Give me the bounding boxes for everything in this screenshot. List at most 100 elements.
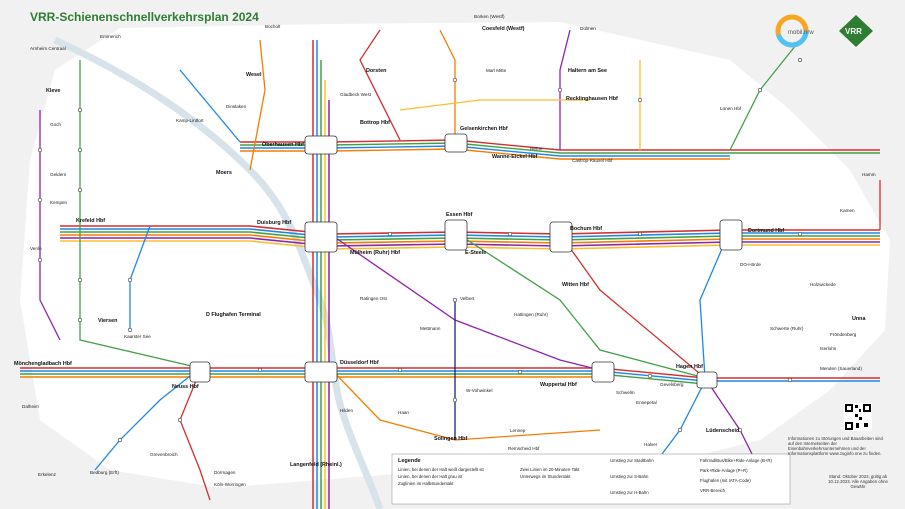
station-label: Gevelsberg [660,382,684,387]
hub-label-hagen: Hagen Hbf [676,364,703,370]
vrr-logo-text: VRR [845,27,862,36]
hub-label-kleve: Kleve [46,88,60,94]
hub-label-unna: Unna [852,316,866,322]
hub-label-gelsenkirchen: Gelsenkirchen Hbf [460,126,508,132]
info-text: Informationen zu Störungen und Bauarbeit… [788,436,883,456]
hub-label-neuss: Neuss Hbf [172,384,199,390]
hub-label-wuppertal: Wuppertal Hbf [540,382,577,388]
hub-label-dortmund: Dortmund Hbf [748,228,784,234]
hub-label-langenfeld: Langenfeld (Rheinl.) [290,462,342,468]
legend-item: VRR-Bereich [700,488,726,493]
station-label: Mettmann [420,326,441,331]
legend-item: Linien, bei denen der Halt grau ist [398,474,463,479]
station-label: Dalheim [22,404,39,409]
station-label: Bedburg (Erft) [90,470,119,475]
station-label: Remscheid Hbf [508,446,540,451]
hub-label-bochum: Bochum Hbf [570,226,602,232]
legend-item: Unterwegs im Stundentakt [520,474,571,479]
station-label: Geldern [50,172,67,177]
station-label: Schwelm [616,390,635,395]
station-label: Iserlohn [820,346,837,351]
station-label: Fröndenberg [830,332,857,337]
station-label: Velbert [460,296,475,301]
station-label: Erkelenz [38,472,57,477]
hub-label-wanne-eickel: Wanne-Eickel Hbf [492,154,538,160]
hub-label-krefeld: Krefeld Hbf [76,218,105,224]
station-label: Menden (Sauerland) [820,366,862,371]
station-label: Lennep [510,428,526,433]
hub-label-viersen: Viersen [98,318,117,324]
station-dots [37,57,803,443]
station-label: Arnheim Centraal [30,46,66,51]
station-label: Hilden [340,408,353,413]
vrr-logo: VRR [839,15,873,47]
station-label: Grevenbroich [150,452,178,457]
station-label: Halver [644,442,658,447]
hub-label-moers: Moers [216,170,232,176]
station-label: Dülmen [580,26,596,31]
stand-text: Stand: Oktober 2023, gültig ab 10.12.202… [828,474,888,489]
station-label: Hattingen (Ruhr) [514,312,548,317]
legend-item: Umstieg zur H-Bahn [610,490,649,495]
station-label: Kamp-Lintfort [176,118,204,123]
hub-label-dorsten: Dorsten [366,68,386,74]
station-label: Haan [398,410,409,415]
station-label: Lünen Hbf [720,106,742,111]
station-label: Kempen [50,200,68,205]
hub-label-bottrop: Bottrop Hbf [360,120,390,126]
hub-label-essen: Essen Hbf [446,212,473,218]
station-label: Venlo [30,246,42,251]
legend-frame [391,453,791,505]
hub-label-witten: Witten Hbf [562,282,589,288]
rhine-river [53,36,384,509]
legend-item: Linien, bei denen der Halt weiß dargeste… [398,467,484,472]
station-label: Kaarster See [124,334,151,339]
station-label: Marl Mitte [486,68,507,73]
station-label: Hamm [862,172,876,177]
page-title: VRR-Schienenschnellverkehrsplan 2024 [30,10,259,24]
legend-item: Zuglinien im Halbstundentakt [398,481,454,486]
station-label: Ratingen Ost [360,296,388,301]
hub-label-muelheim: Mülheim (Ruhr) Hbf [350,250,400,256]
station-label: Schwerte (Ruhr) [770,326,804,331]
station-label: Kamen [840,208,855,213]
hub-nodes [189,133,743,389]
station-label: Holzwickede [810,282,836,287]
station-label: Borken (Westf) [474,14,505,19]
legend-item: Fahrrad/Bus/Bike+Ride-Anlage (B+R) [700,458,772,463]
station-label: Emmerich [100,34,121,39]
hub-label-recklinghausen: Recklinghausen Hbf [566,96,618,102]
legend-title: Legende [398,458,421,464]
hub-label-flughafen: D Flughafen Terminal [206,312,261,318]
station-label: Dormagen [214,470,236,475]
hub-label-oberhausen: Oberhausen Hbf [262,142,304,148]
hub-label-moenchengladbach: Mönchengladbach Hbf [14,361,72,367]
hub-label-wesel: Wesel [246,72,262,78]
legend-item: Flughafen (mit IATA-Code) [700,478,751,483]
legend-item: Park+Ride-Anlage (P+R) [700,468,748,473]
hub-label-e-steele: E-Steele [465,250,486,256]
station-label: Castrop-Rauxel Hbf [572,158,613,163]
station-label: W-Vohwinkel [466,388,492,393]
legend-item: Umstieg zur S-Bahn [610,474,649,479]
station-label: Herne [530,146,543,151]
mobil-nrw-logo-text: mobil.nrw [788,30,814,36]
station-label: Goch [50,122,61,127]
qr-code[interactable] [844,403,872,431]
hub-label-duisburg: Duisburg Hbf [257,220,291,226]
legend-item: Zwei Linien im 20-Minuten-Takt [520,467,580,472]
hub-label-duesseldorf: Düsseldorf Hbf [340,360,379,366]
station-label: Bocholt [265,24,281,29]
hub-label-coesfeld: Coesfeld (Westf) [482,26,525,32]
hub-label-solingen: Solingen Hbf [434,436,467,442]
station-label: Ennepetal [636,400,657,405]
legend-item: Umstieg zur Stadtbahn [610,458,654,463]
hub-label-luedenscheid: Lüdenscheid [706,428,739,434]
station-label: DO-Hörde [740,262,761,267]
station-label: Gladbeck West [340,92,372,97]
station-label: Dinslaken [226,104,247,109]
station-label: Köln-Worringen [214,482,246,487]
mobil-nrw-logo: mobil.nrw [775,14,814,48]
hub-label-haltern: Haltern am See [568,68,607,74]
